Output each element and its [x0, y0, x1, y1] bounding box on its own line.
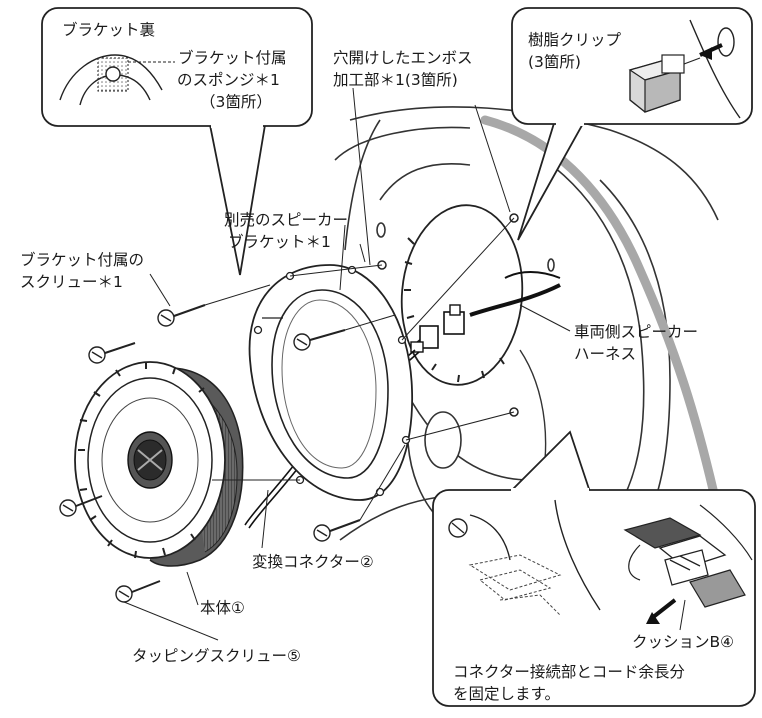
- screw-group: [59, 304, 361, 603]
- harness-label-2: ハーネス: [574, 345, 637, 363]
- bracket-sponge-label-1: ブラケット付属: [178, 49, 287, 67]
- screw-icon: [59, 495, 103, 517]
- screw-icon: [157, 304, 206, 327]
- converter-connector-label: 変換コネクター②: [252, 553, 374, 571]
- callout-connector-fix: [432, 430, 756, 707]
- callout-bracket-back: [41, 7, 313, 276]
- door-seal-strip: [480, 115, 725, 525]
- screw-icon: [115, 580, 161, 603]
- leader-lines: [123, 87, 571, 641]
- callout-resin-clip: [511, 7, 753, 241]
- resin-clip-label-1: 樹脂クリップ: [528, 31, 622, 49]
- bracket-label-1: 別売のスピーカー: [224, 211, 349, 229]
- bracket-label-2: ブラケット＊1: [228, 233, 331, 251]
- cushion-b-icon: [623, 517, 746, 608]
- resin-clip-icon: [628, 54, 701, 113]
- bracket-back-title: ブラケット裏: [62, 21, 156, 39]
- screw-icon: [88, 342, 136, 364]
- speaker-body: [74, 361, 244, 567]
- connector-detail: [658, 535, 727, 586]
- tapping-screw-label: タッピングスクリュー⑤: [132, 647, 301, 665]
- cushion-b-label: クッションB④: [632, 633, 735, 651]
- speaker-body-label: 本体①: [200, 599, 245, 617]
- bracket-sponge-label-2: のスポンジ＊1: [177, 71, 280, 89]
- door-panel: [334, 106, 719, 541]
- screw-label-1: ブラケット付属の: [20, 251, 145, 269]
- screw-icon: [293, 329, 346, 351]
- connector-fix-note-1: コネクター接続部とコード余長分: [453, 663, 685, 681]
- embossed-label-1: 穴開けしたエンボス: [333, 49, 473, 67]
- screw-icon: [313, 519, 361, 542]
- connector-fix-note-2: を固定します。: [453, 685, 560, 703]
- bracket-sponge-label-3: （3箇所）: [200, 93, 272, 111]
- resin-clip-label-2: (3箇所): [528, 53, 581, 71]
- harness-label-1: 車両側スピーカー: [574, 323, 699, 341]
- screw-label-2: スクリュー＊1: [20, 273, 123, 291]
- speaker-bracket: [248, 264, 413, 501]
- embossed-label-2: 加工部＊1(3箇所): [333, 71, 458, 89]
- vehicle-harness: [443, 271, 561, 335]
